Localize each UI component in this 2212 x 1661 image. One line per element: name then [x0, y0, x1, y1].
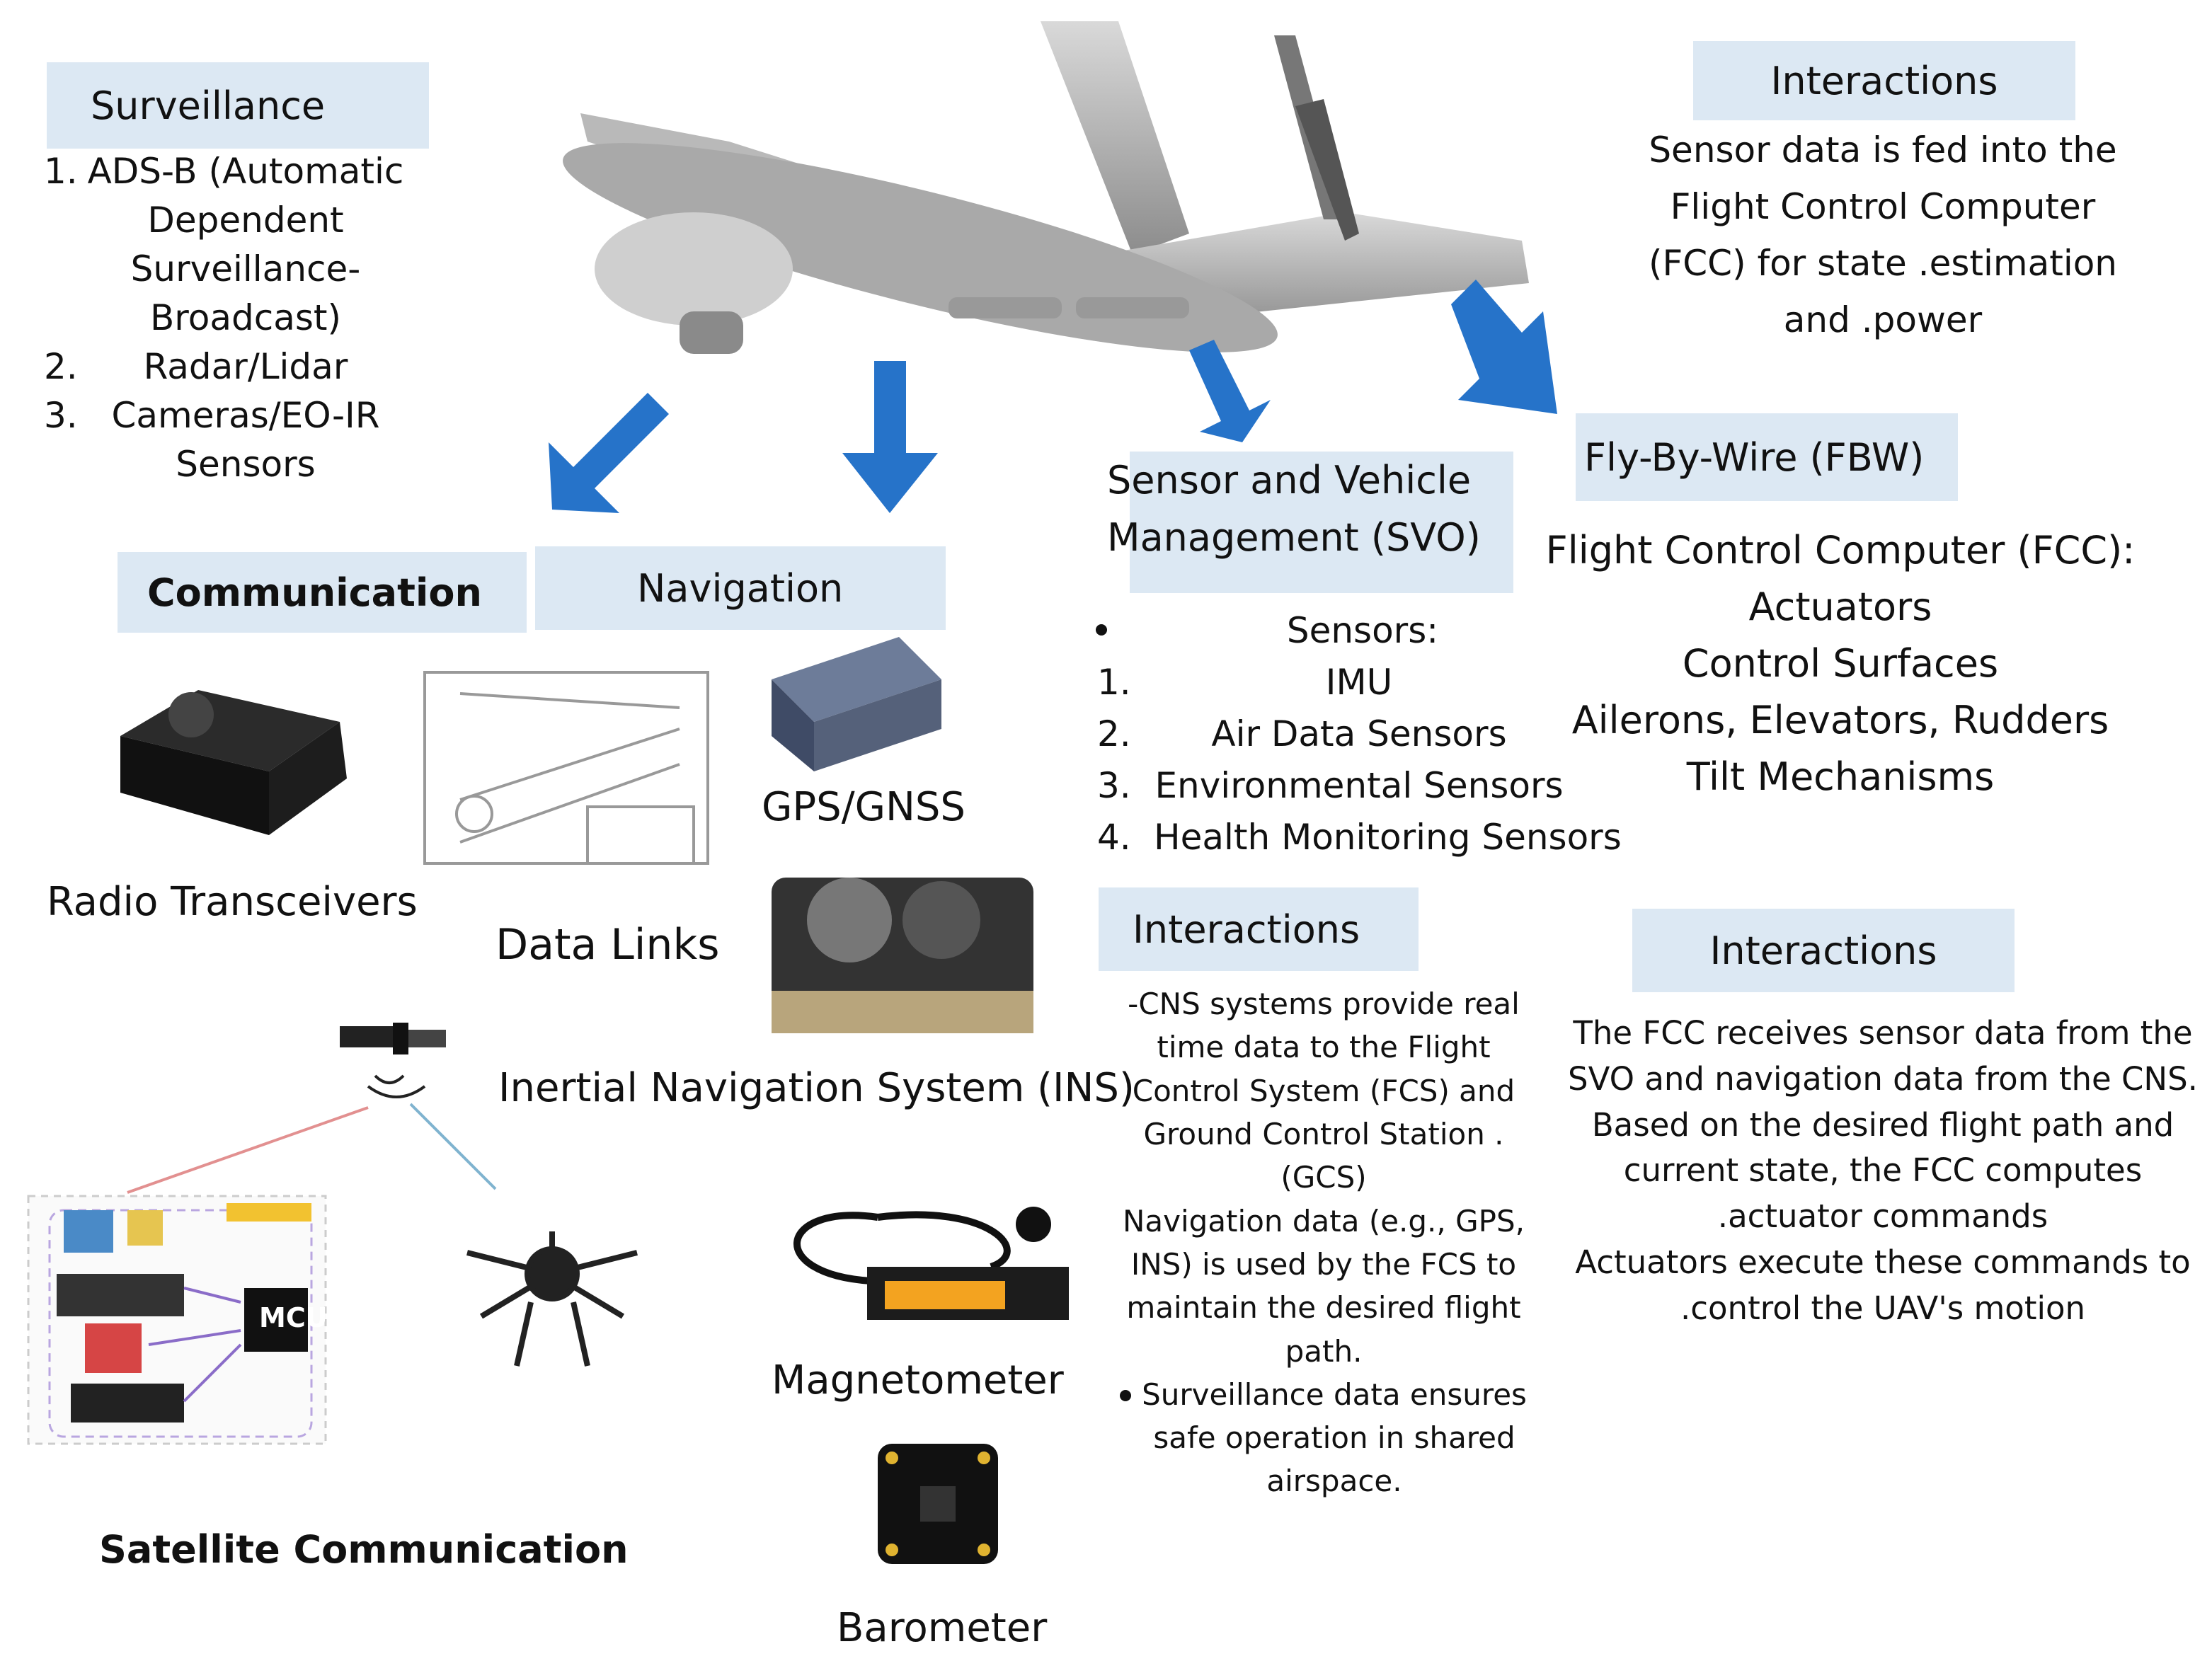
cns-interactions-body: -CNS systems provide real time data to t…: [1104, 982, 1543, 1503]
navigation-title: Navigation: [637, 565, 844, 611]
list-item: 1. ADS-B (Automatic Dependent Surveillan…: [44, 151, 404, 338]
barometer-label: Barometer: [837, 1605, 1048, 1651]
cns-bullet: [1120, 1390, 1131, 1401]
communication-title: Communication: [147, 570, 482, 615]
list-item: Flight Control Computer (FCC):: [1545, 528, 2136, 573]
hexacopter-image: [466, 1231, 638, 1367]
gps-gnss-label: GPS/GNSS: [762, 784, 965, 830]
satellite-image: [340, 1023, 446, 1098]
barometer-image: [878, 1444, 998, 1564]
surveillance-header: Surveillance: [47, 62, 429, 149]
onboard-schematic-image: [27, 1195, 327, 1445]
uav-drone-image: [563, 21, 1529, 354]
fcc-interactions-p1: The FCC receives sensor data from the SV…: [1568, 1014, 2198, 1236]
magnetometer-label: Magnetometer: [772, 1357, 1064, 1403]
list-item: 1. IMU: [1097, 662, 1393, 703]
fbw-title: Fly-By-Wire (FBW): [1584, 435, 1925, 480]
list-item: 2. Air Data Sensors: [1097, 713, 1507, 754]
ins-label: Inertial Navigation System (INS): [498, 1065, 1135, 1111]
cns-interactions-header: Interactions: [1099, 887, 1419, 971]
svo-sensor-list: Sensors: 1. IMU 2. Air Data Sensors 3. E…: [1097, 605, 1635, 863]
gps-receiver-image: [772, 637, 941, 771]
fcc-interactions-title: Interactions: [1709, 928, 1937, 973]
ins-unit-image: [772, 878, 1033, 1033]
navigation-header: Navigation: [535, 546, 946, 630]
data-links-sketch: [423, 671, 709, 865]
fbw-list: Flight Control Computer (FCC): Actuators…: [1522, 522, 2159, 805]
list-item: Actuators: [1748, 584, 1932, 629]
fcc-interactions-header: Interactions: [1632, 909, 2015, 992]
svo-title: Sensor and Vehicle Management (SVO): [1107, 458, 1481, 560]
list-item: 3. Cameras/EO-IR Sensors: [44, 395, 380, 485]
fcc-interactions-p2: Actuators execute these commands to .con…: [1575, 1243, 2191, 1327]
radio-transceiver-image: [120, 690, 347, 835]
surveillance-title: Surveillance: [91, 83, 326, 128]
radio-transceivers-label: Radio Transceivers: [47, 879, 418, 925]
fcc-interactions-body: The FCC receives sensor data from the SV…: [1557, 1011, 2208, 1332]
list-item: Tilt Mechanisms: [1686, 754, 1995, 799]
cns-interactions-p1: -CNS systems provide real time data to t…: [1128, 987, 1520, 1195]
top-interactions-title: Interactions: [1770, 58, 1998, 103]
list-item: Sensors:: [1286, 610, 1439, 651]
data-links-label: Data Links: [495, 920, 720, 970]
list-item: Control Surfaces: [1682, 640, 1999, 686]
mcu-label: MCU: [259, 1302, 328, 1333]
list-item: 3. Environmental Sensors: [1097, 765, 1564, 806]
communication-header: Communication: [118, 552, 527, 633]
cns-interactions-bullet: Surveillance data ensures safe operation…: [1142, 1376, 1527, 1499]
cns-interactions-title: Interactions: [1133, 907, 1360, 952]
fbw-header: Fly-By-Wire (FBW): [1576, 413, 1958, 501]
list-item: Ailerons, Elevators, Rudders: [1571, 697, 2109, 742]
cns-interactions-p2: Navigation data (e.g., GPS, INS) is used…: [1122, 1203, 1525, 1369]
list-item: 4. Health Monitoring Sensors: [1097, 817, 1622, 858]
flow-arrows: [549, 280, 1557, 513]
list-item: 2. Radar/Lidar: [44, 346, 348, 387]
svo-bullet: [1096, 624, 1107, 636]
surveillance-list: 1. ADS-B (Automatic Dependent Surveillan…: [44, 147, 440, 489]
top-interactions-text: Sensor data is fed into the Flight Contr…: [1648, 130, 2117, 340]
top-interactions-header: Interactions: [1693, 41, 2075, 120]
magnetometer-image: [793, 1207, 1069, 1320]
svo-header: [1130, 452, 1513, 593]
satellite-communication-label: Satellite Communication: [99, 1527, 629, 1572]
